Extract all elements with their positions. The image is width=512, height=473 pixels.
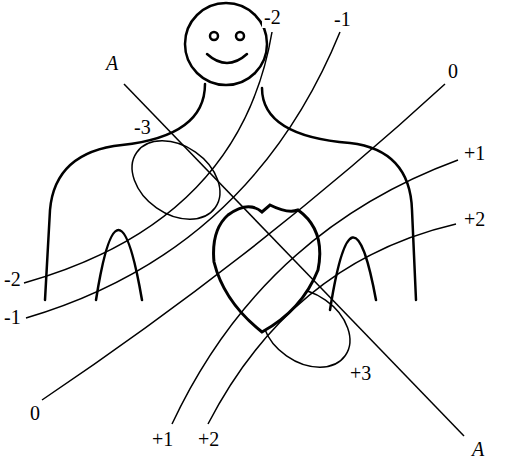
potential-value: +1 <box>462 142 487 164</box>
isopotential-line <box>208 224 456 424</box>
potential-value: -1 <box>332 8 353 30</box>
potential-value: -3 <box>132 116 153 138</box>
right-arm-outline <box>330 237 376 310</box>
head <box>185 3 267 85</box>
potential-value: 0 <box>28 402 42 424</box>
potential-value: -1 <box>2 306 23 328</box>
potential-value: -2 <box>2 268 23 290</box>
heart <box>214 205 320 332</box>
isopotential-line <box>24 32 272 283</box>
axis-label: A <box>470 438 486 460</box>
potential-value: 0 <box>446 60 460 82</box>
potential-value: +3 <box>348 362 373 384</box>
smile <box>207 54 247 63</box>
potential-value: -2 <box>262 6 283 28</box>
axis-line <box>124 84 464 436</box>
potential-value: +2 <box>196 428 221 450</box>
axis-label: A <box>104 52 120 74</box>
isopotential-line <box>26 32 340 318</box>
potential-value: +2 <box>462 208 487 230</box>
isopotential-line <box>42 84 445 400</box>
potential-value: +1 <box>150 428 175 450</box>
eye <box>210 32 218 40</box>
eye <box>236 32 244 40</box>
